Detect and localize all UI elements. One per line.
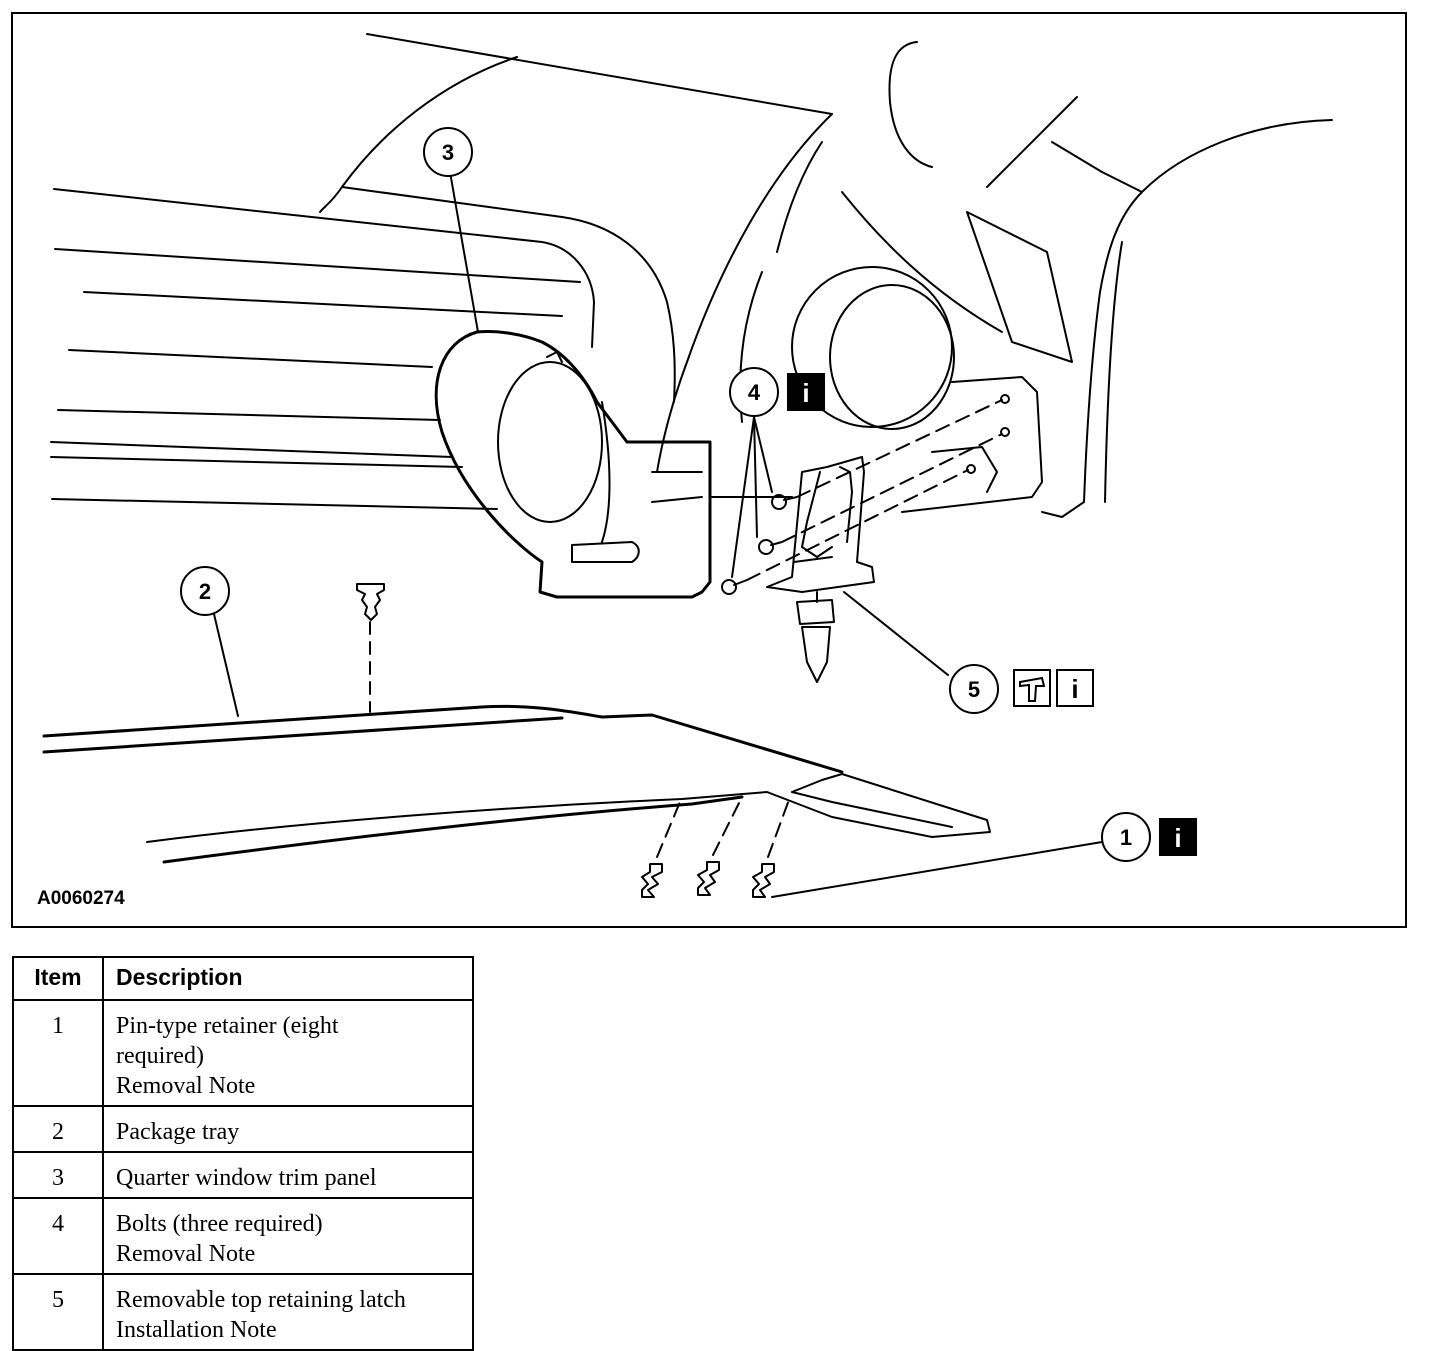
leader-lines	[213, 171, 1103, 898]
info-outline-icon: i	[1056, 669, 1094, 707]
package-tray	[42, 704, 991, 864]
quarter-window-trim-panel	[434, 330, 712, 599]
legend-row: 4 Bolts (three required) Removal Note	[12, 1197, 474, 1275]
legend-row: 3 Quarter window trim panel	[12, 1151, 474, 1199]
description-line: Pin-type retainer (eight	[116, 1013, 339, 1039]
item-number: 2	[12, 1105, 104, 1153]
item-number: 3	[12, 1151, 104, 1199]
callout-4: 4 i	[729, 367, 825, 417]
legend-table: Item Description 1 Pin-type retainer (ei…	[12, 956, 474, 1351]
legend-header-row: Item Description	[12, 956, 474, 1001]
bolts-drawing	[721, 394, 1010, 595]
callout-2: 2	[180, 566, 230, 616]
removal-note-link[interactable]: Removal Note	[116, 1073, 256, 1099]
installation-note-link[interactable]: Installation Note	[116, 1317, 277, 1343]
callout-5: 5 i	[949, 664, 1094, 714]
callout-3: 3	[423, 127, 473, 177]
item-description: Removable top retaining latch Installati…	[102, 1273, 474, 1351]
body-speaker-opening	[791, 266, 1043, 513]
callout-number: 2	[199, 579, 211, 604]
pushpin-retainer-drawing	[356, 583, 385, 713]
removal-note-link[interactable]: Removal Note	[116, 1241, 256, 1267]
item-number: 1	[12, 999, 104, 1107]
info-outline-icon-glyph: i	[1071, 674, 1078, 704]
interior-trim-lines	[50, 188, 793, 510]
line-drawing: 3 2 4 i 5 i 1	[42, 33, 1333, 898]
description-line: required)	[116, 1043, 204, 1069]
info-icon: i	[787, 373, 825, 411]
retaining-latch-drawing	[766, 456, 875, 683]
item-description: Package tray	[102, 1105, 474, 1153]
description-line: Package tray	[116, 1119, 240, 1145]
callout-number: 3	[442, 140, 454, 165]
info-icon-glyph: i	[1174, 823, 1181, 853]
description-line: Bolts (three required)	[116, 1211, 323, 1237]
item-description: Quarter window trim panel	[102, 1151, 474, 1199]
callout-1: 1 i	[1101, 812, 1197, 862]
item-description: Pin-type retainer (eight required) Remov…	[102, 999, 474, 1107]
callout-number: 4	[748, 380, 761, 405]
bolt-alignment-lines	[746, 399, 1003, 581]
item-column-header: Item	[12, 956, 104, 1001]
info-icon: i	[1159, 818, 1197, 856]
pin-type-retainers-drawing	[641, 796, 791, 898]
exploded-view-illustration: 3 2 4 i 5 i 1	[11, 12, 1407, 928]
legend-row: 5 Removable top retaining latch Installa…	[12, 1273, 474, 1351]
callout-number: 1	[1120, 825, 1132, 850]
info-icon-glyph: i	[802, 378, 809, 408]
item-number: 5	[12, 1273, 104, 1351]
callout-number: 5	[968, 677, 980, 702]
item-number: 4	[12, 1197, 104, 1275]
description-column-header: Description	[102, 956, 474, 1001]
description-line: Quarter window trim panel	[116, 1165, 377, 1191]
legend-row: 1 Pin-type retainer (eight required) Rem…	[12, 999, 474, 1107]
figure-id-label: A0060274	[37, 888, 125, 909]
legend-row: 2 Package tray	[12, 1105, 474, 1153]
hammer-icon	[1013, 669, 1051, 707]
item-description: Bolts (three required) Removal Note	[102, 1197, 474, 1275]
description-line: Removable top retaining latch	[116, 1287, 406, 1313]
